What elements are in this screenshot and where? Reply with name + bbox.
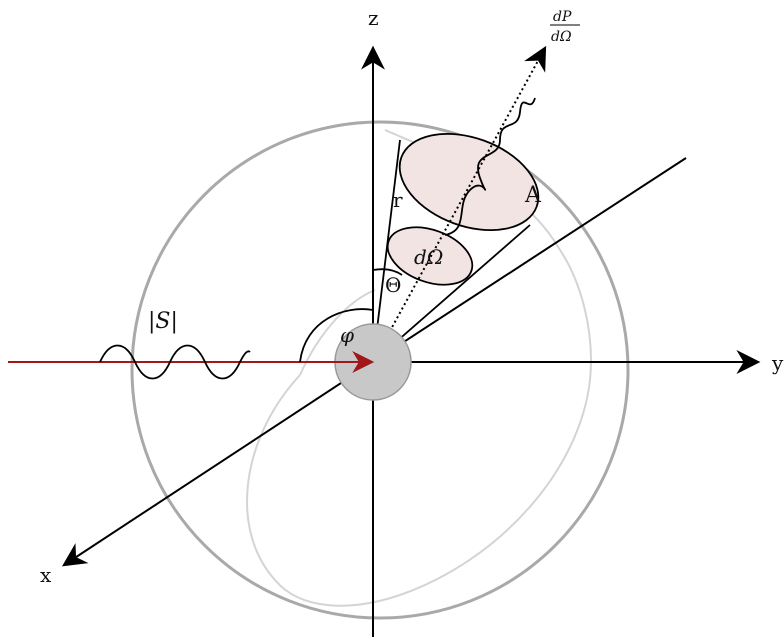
phi-label: φ xyxy=(340,323,354,347)
inner-great-circle xyxy=(246,129,592,607)
phi-arc xyxy=(299,308,374,363)
theta-label: Θ xyxy=(385,273,401,297)
incident-wave xyxy=(99,344,251,380)
scattered-wave xyxy=(444,97,536,236)
dOmega-denominator: dΩ xyxy=(551,29,572,45)
r-label: r xyxy=(393,188,403,212)
z-axis-label: z xyxy=(368,6,379,30)
x-axis-label: x xyxy=(40,563,52,587)
dOmega-label: dΩ xyxy=(414,245,443,269)
area-patch-A xyxy=(398,132,540,232)
A-label: A xyxy=(524,183,542,208)
theta-arc xyxy=(372,268,403,276)
dP-numerator: dP xyxy=(553,9,572,25)
sphere-outline xyxy=(130,120,630,620)
poynting-label: |S| xyxy=(148,309,178,334)
y-axis-label: y xyxy=(771,351,784,375)
x-axis xyxy=(61,361,374,567)
oblique-line xyxy=(372,157,687,363)
